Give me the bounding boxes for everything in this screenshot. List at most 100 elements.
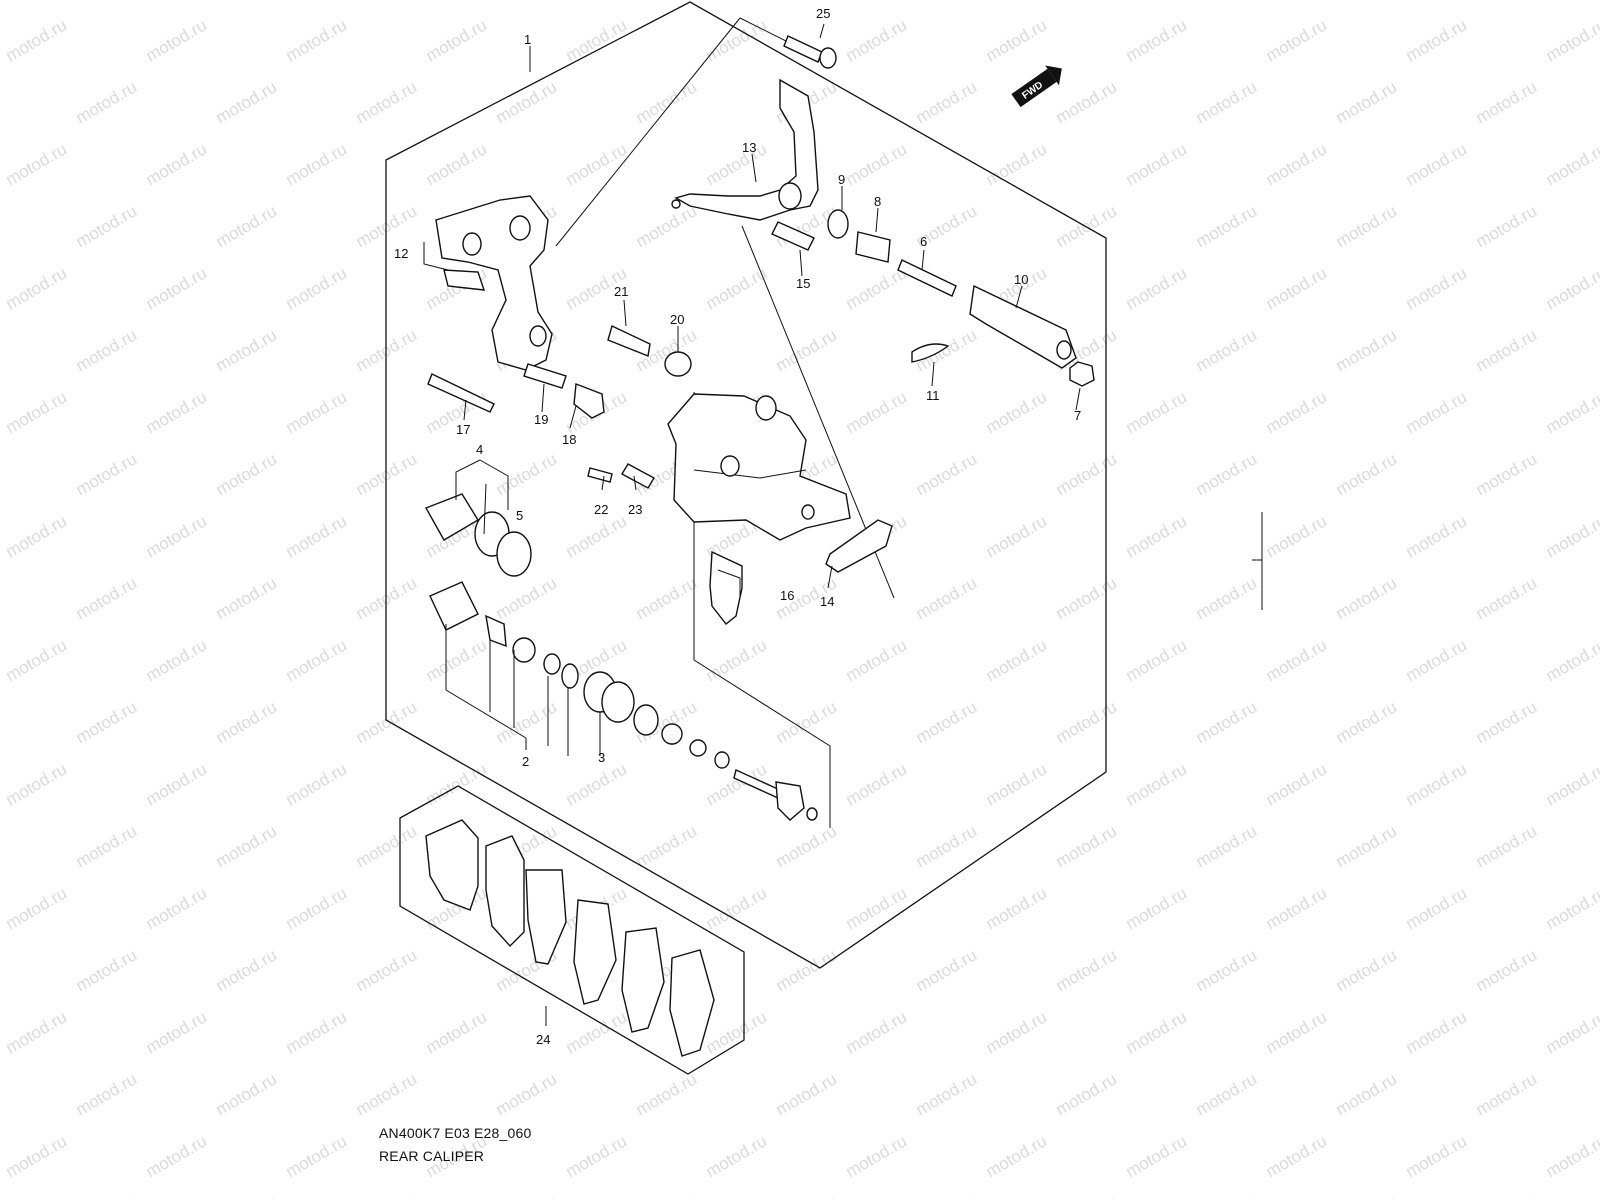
watermark-text: motod.ru: [1053, 573, 1121, 623]
watermark-text: motod.ru: [143, 759, 211, 809]
watermark-text: motod.ru: [283, 759, 351, 809]
callout-12: 12: [394, 246, 408, 261]
callout-6: 6: [920, 234, 927, 249]
watermark-text: motod.ru: [1263, 1007, 1331, 1057]
watermark-text: motod.ru: [213, 1193, 281, 1200]
watermark-text: motod.ru: [143, 1131, 211, 1181]
watermark-text: motod.ru: [1543, 635, 1600, 685]
watermark-text: motod.ru: [1193, 325, 1261, 375]
watermark-text: motod.ru: [213, 325, 281, 375]
callout-16: 16: [780, 588, 794, 603]
callout-9: 9: [838, 172, 845, 187]
watermark-text: motod.ru: [1543, 1007, 1600, 1057]
watermark-text: motod.ru: [353, 0, 421, 3]
watermark-text: motod.ru: [283, 511, 351, 561]
watermark-text: motod.ru: [773, 1193, 841, 1200]
watermark-text: motod.ru: [1473, 573, 1541, 623]
watermark-text: motod.ru: [283, 387, 351, 437]
watermark-text: motod.ru: [843, 1131, 911, 1181]
watermark-text: motod.ru: [1333, 697, 1401, 747]
watermark-text: motod.ru: [3, 1131, 71, 1181]
watermark-text: motod.ru: [1053, 1069, 1121, 1119]
watermark-text: motod.ru: [843, 387, 911, 437]
watermark-text: motod.ru: [3, 263, 71, 313]
watermark-text: motod.ru: [983, 511, 1051, 561]
watermark-text: motod.ru: [213, 201, 281, 251]
watermark-text: motod.ru: [913, 449, 981, 499]
callout-1: 1: [524, 32, 531, 47]
watermark-text: motod.ru: [1333, 1069, 1401, 1119]
watermark-text: motod.ru: [983, 139, 1051, 189]
watermark-text: motod.ru: [1263, 511, 1331, 561]
watermark-text: motod.ru: [1263, 139, 1331, 189]
leader-lines: [423, 23, 1081, 1026]
part-16-pad-spring: [709, 550, 743, 625]
watermark-text: motod.ru: [73, 573, 141, 623]
callout-8: 8: [874, 194, 881, 209]
watermark-text: motod.ru: [3, 511, 71, 561]
part-14-gasket: [825, 519, 893, 573]
watermark-text: motod.ru: [1333, 1193, 1401, 1200]
watermark-text: motod.ru: [773, 697, 841, 747]
watermark-text: motod.ru: [143, 387, 211, 437]
watermark-text: motod.ru: [493, 573, 561, 623]
watermark-text: motod.ru: [1263, 263, 1331, 313]
watermark-text: motod.ru: [3, 759, 71, 809]
watermark-text: motod.ru: [1403, 263, 1471, 313]
part-19-pin: [523, 363, 567, 389]
watermark-text: motod.ru: [73, 325, 141, 375]
watermark-text: motod.ru: [633, 201, 701, 251]
part-20-boot: [664, 351, 692, 377]
watermark-text: motod.ru: [1263, 759, 1331, 809]
part-2-pushrod: [485, 614, 507, 648]
watermark-text: motod.ru: [1193, 1193, 1261, 1200]
watermark-text: motod.ru: [1473, 449, 1541, 499]
callout-5: 5: [516, 508, 523, 523]
part-9-o-ring: [827, 209, 849, 239]
watermark-text: motod.ru: [1123, 263, 1191, 313]
watermark-text: motod.ru: [283, 1007, 351, 1057]
watermark-text: motod.ru: [1333, 201, 1401, 251]
watermark-text: motod.ru: [1193, 0, 1261, 3]
watermark-text: motod.ru: [1193, 697, 1261, 747]
watermark-text: motod.ru: [1543, 511, 1600, 561]
watermark-text: motod.ru: [773, 0, 841, 3]
watermark-text: motod.ru: [1123, 387, 1191, 437]
watermark-text: motod.ru: [1543, 387, 1600, 437]
callout-7: 7: [1074, 408, 1081, 423]
watermark-text: motod.ru: [1403, 759, 1471, 809]
callout-23: 23: [628, 502, 642, 517]
watermark-text: motod.ru: [563, 759, 631, 809]
watermark-text: motod.ru: [353, 1069, 421, 1119]
watermark-text: motod.ru: [1193, 945, 1261, 995]
watermark-text: motod.ru: [1333, 449, 1401, 499]
callout-17: 17: [456, 422, 470, 437]
watermark-text: motod.ru: [1403, 1007, 1471, 1057]
watermark-text: motod.ru: [843, 15, 911, 65]
part-23-bleeder-cap: [621, 463, 655, 489]
callout-18: 18: [562, 432, 576, 447]
watermark-text: motod.ru: [3, 139, 71, 189]
watermark-text: motod.ru: [983, 759, 1051, 809]
watermark-text: motod.ru: [1543, 759, 1600, 809]
watermark-text: motod.ru: [913, 1193, 981, 1200]
watermark-text: motod.ru: [773, 325, 841, 375]
callout-20: 20: [670, 312, 684, 327]
watermark-text: motod.ru: [213, 1069, 281, 1119]
watermark-text: motod.ru: [213, 449, 281, 499]
part-2-o-ring: [561, 663, 579, 689]
part-17-pad-pin: [427, 373, 495, 413]
watermark-text: motod.ru: [1473, 1193, 1541, 1200]
part-2-lever-end: [775, 781, 805, 821]
watermark-text: motod.ru: [3, 883, 71, 933]
watermark-text: motod.ru: [1123, 511, 1191, 561]
callout-4: 4: [476, 442, 483, 457]
watermark-text: motod.ru: [563, 1007, 631, 1057]
watermark-text: motod.ru: [1403, 139, 1471, 189]
watermark-text: motod.ru: [1193, 1069, 1261, 1119]
watermark-text: motod.ru: [1333, 325, 1401, 375]
watermark-text: motod.ru: [1333, 0, 1401, 3]
watermark-text: motod.ru: [283, 1131, 351, 1181]
caliper-inner-frame-2: [693, 392, 831, 828]
